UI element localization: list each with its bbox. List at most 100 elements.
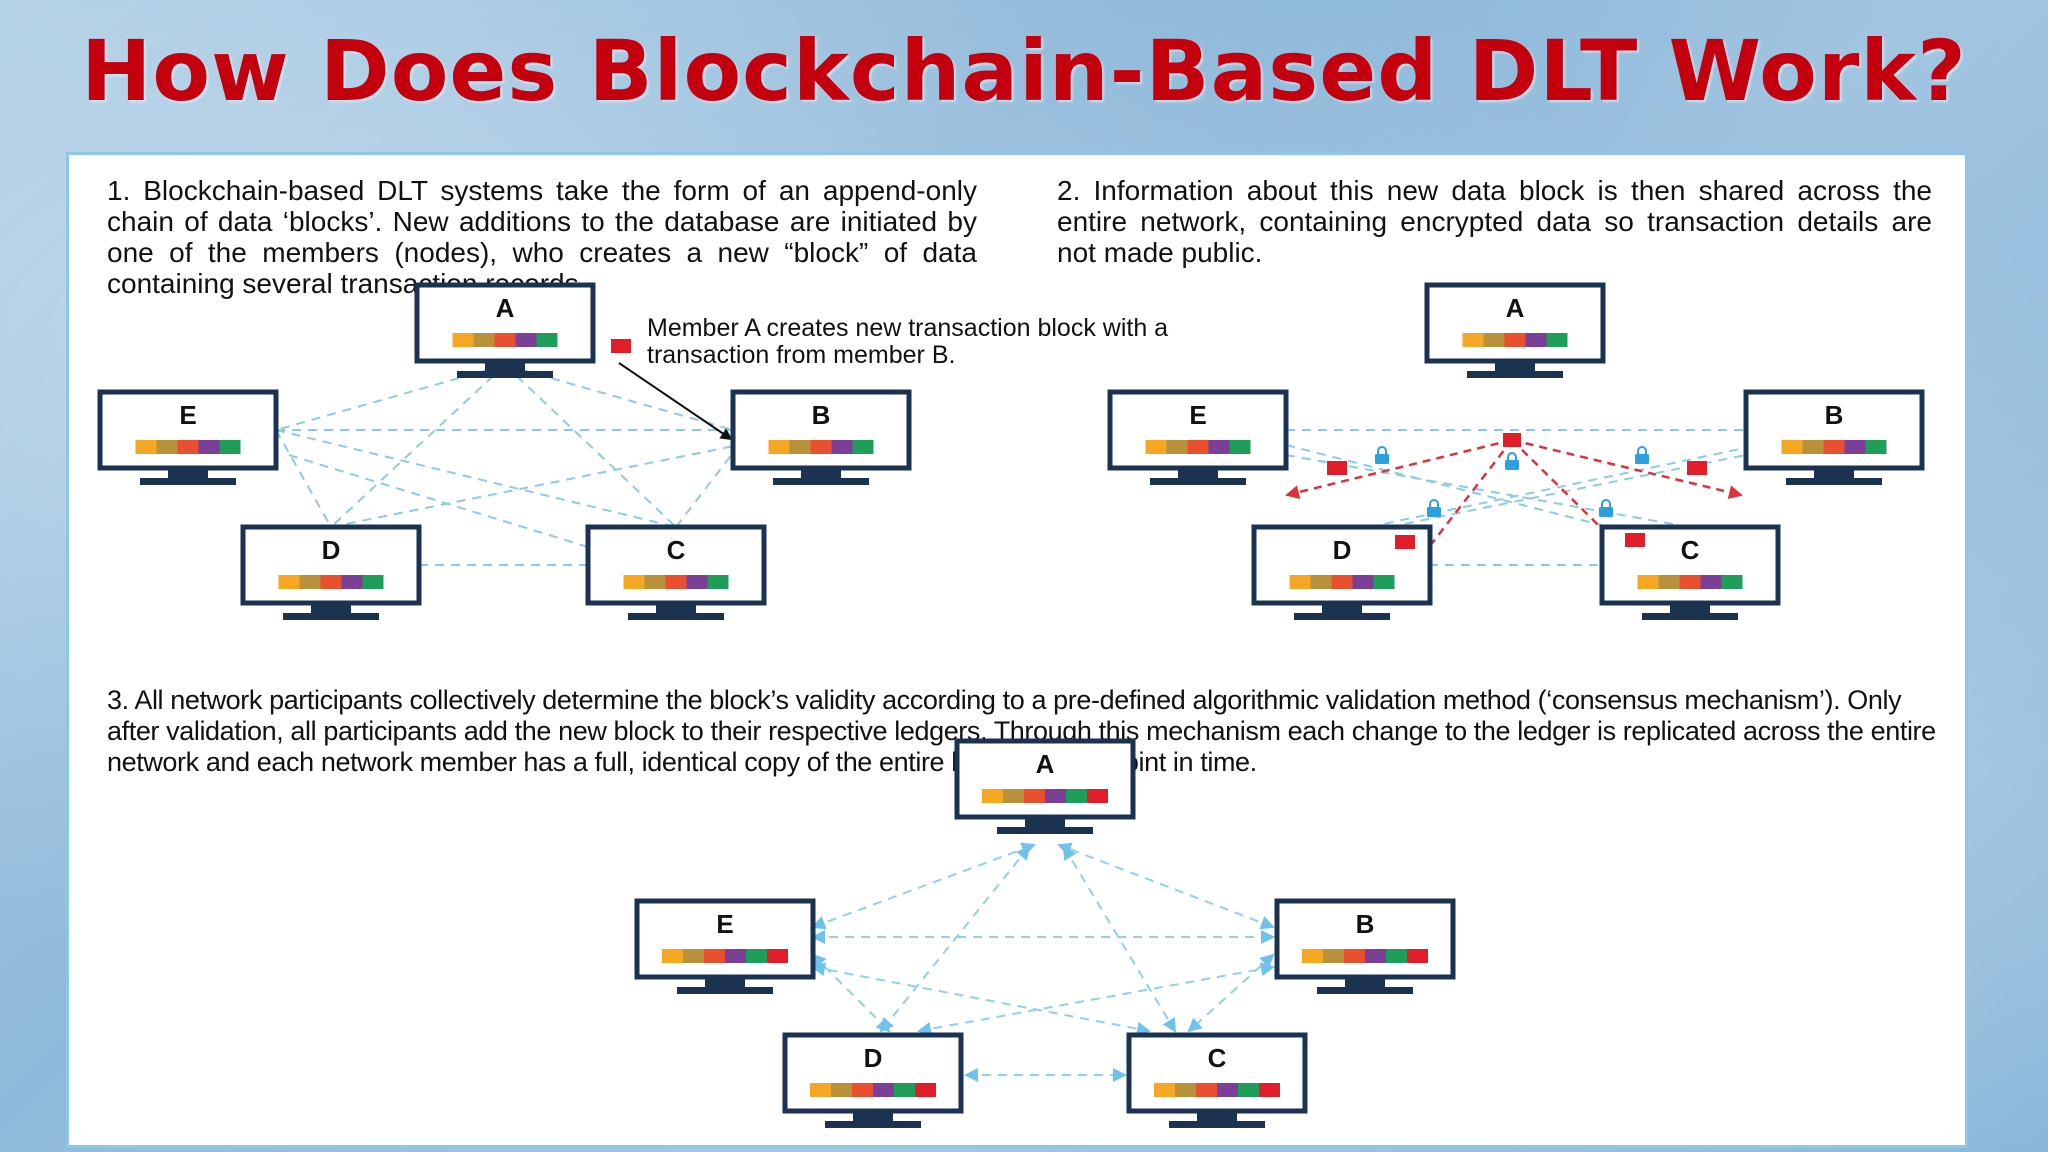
monitor-base — [628, 613, 724, 620]
ledger-block — [1483, 333, 1505, 347]
monitor-neck — [705, 979, 745, 987]
block-icon — [1395, 535, 1415, 549]
ledger-block — [1373, 575, 1395, 589]
ledger-block — [767, 949, 788, 963]
ledger-block — [982, 789, 1003, 803]
monitor-icon — [1599, 524, 1781, 606]
network-link — [1388, 454, 1747, 528]
lock-body — [1375, 454, 1389, 464]
ledger-block — [135, 440, 157, 454]
lock-icon — [1505, 452, 1519, 470]
node-label: B — [1825, 400, 1844, 430]
ledger-block — [278, 575, 300, 589]
ledger-block — [1087, 789, 1108, 803]
monitor-neck — [1025, 819, 1065, 827]
node-label: B — [812, 400, 831, 430]
ledger-block — [1217, 1083, 1238, 1097]
node-label: E — [1189, 400, 1206, 430]
ledger-block — [1045, 789, 1066, 803]
ledger-block — [1546, 333, 1568, 347]
ledger-block — [662, 949, 683, 963]
network-link — [1285, 454, 1690, 528]
consensus-link — [811, 953, 891, 1033]
ledger-block — [1302, 949, 1323, 963]
monitor-base — [1317, 987, 1413, 994]
monitor-neck — [853, 1113, 893, 1121]
step-1-text: 1. Blockchain-based DLT systems take the… — [107, 175, 977, 299]
ledger-block — [810, 1083, 831, 1097]
ledger-block — [1024, 789, 1045, 803]
monitor-icon — [1424, 282, 1606, 364]
ledger-block — [341, 575, 363, 589]
lock-shackle — [1507, 452, 1517, 460]
ledger-block — [768, 440, 790, 454]
ledger-block — [1781, 440, 1803, 454]
network-link — [330, 364, 506, 528]
lock-shackle — [1377, 446, 1387, 454]
monitor-icon — [414, 282, 596, 364]
ledger-block — [1208, 440, 1230, 454]
monitor-base — [140, 478, 236, 485]
lock-icon — [1427, 499, 1441, 517]
node-label: D — [864, 1043, 883, 1073]
step-3-text: 3. All network participants collectively… — [107, 685, 1936, 777]
ledger-block — [1310, 575, 1332, 589]
ledger-block — [789, 440, 811, 454]
broadcast-link — [1511, 438, 1743, 500]
ledger-block — [1802, 440, 1824, 454]
monitor-node-e: E — [1107, 389, 1289, 485]
ledger-block — [915, 1083, 936, 1097]
monitor-icon — [585, 524, 767, 606]
ledger-block — [1187, 440, 1209, 454]
consensus-link — [917, 962, 1275, 1036]
monitor-node-b: B — [1274, 898, 1456, 994]
content-panel: 1. Blockchain-based DLT systems take the… — [66, 152, 1968, 1148]
ledger-block — [1823, 440, 1845, 454]
block-icon — [1687, 461, 1707, 475]
block-icon — [1625, 533, 1645, 547]
network-link — [675, 444, 740, 528]
monitor-icon — [634, 898, 816, 980]
ledger-block — [1175, 1083, 1196, 1097]
monitor-base — [825, 1121, 921, 1128]
ledger-block — [473, 333, 495, 347]
ledger-block — [1865, 440, 1887, 454]
monitor-base — [1467, 371, 1563, 378]
monitor-neck — [656, 605, 696, 613]
network-links — [275, 362, 1760, 1082]
ledger-block — [1331, 575, 1353, 589]
node-label: B — [1356, 909, 1375, 939]
ledger-block — [1386, 949, 1407, 963]
ledger-block — [362, 575, 384, 589]
monitor-node-b: B — [1743, 389, 1925, 485]
ledger-block — [686, 575, 708, 589]
ledger-block — [1407, 949, 1428, 963]
ledger-block — [707, 575, 729, 589]
ledger-block — [177, 440, 199, 454]
monitor-neck — [311, 605, 351, 613]
ledger-block — [515, 333, 537, 347]
monitor-base — [773, 478, 869, 485]
consensus-link — [811, 842, 1036, 930]
monitor-icon — [240, 524, 422, 606]
ledger-block — [665, 575, 687, 589]
network-link — [1285, 444, 1610, 528]
monitor-icon — [1107, 389, 1289, 471]
ledger-block — [1700, 575, 1722, 589]
monitor-base — [677, 987, 773, 994]
ledger-block — [1229, 440, 1251, 454]
ledger-block — [746, 949, 767, 963]
lock-body — [1599, 507, 1613, 517]
ledger-block — [1525, 333, 1547, 347]
ledger-block — [852, 1083, 873, 1097]
monitor-node-c: C — [1126, 1032, 1308, 1128]
monitor-neck — [1670, 605, 1710, 613]
ledger-block — [1003, 789, 1024, 803]
monitor-node-b: B — [730, 389, 912, 485]
ledger-block — [219, 440, 241, 454]
ledger-block — [1721, 575, 1743, 589]
monitor-base — [1786, 478, 1882, 485]
monitor-node-c: C — [585, 524, 767, 620]
ledger-block — [831, 1083, 852, 1097]
ledger-block — [1344, 949, 1365, 963]
